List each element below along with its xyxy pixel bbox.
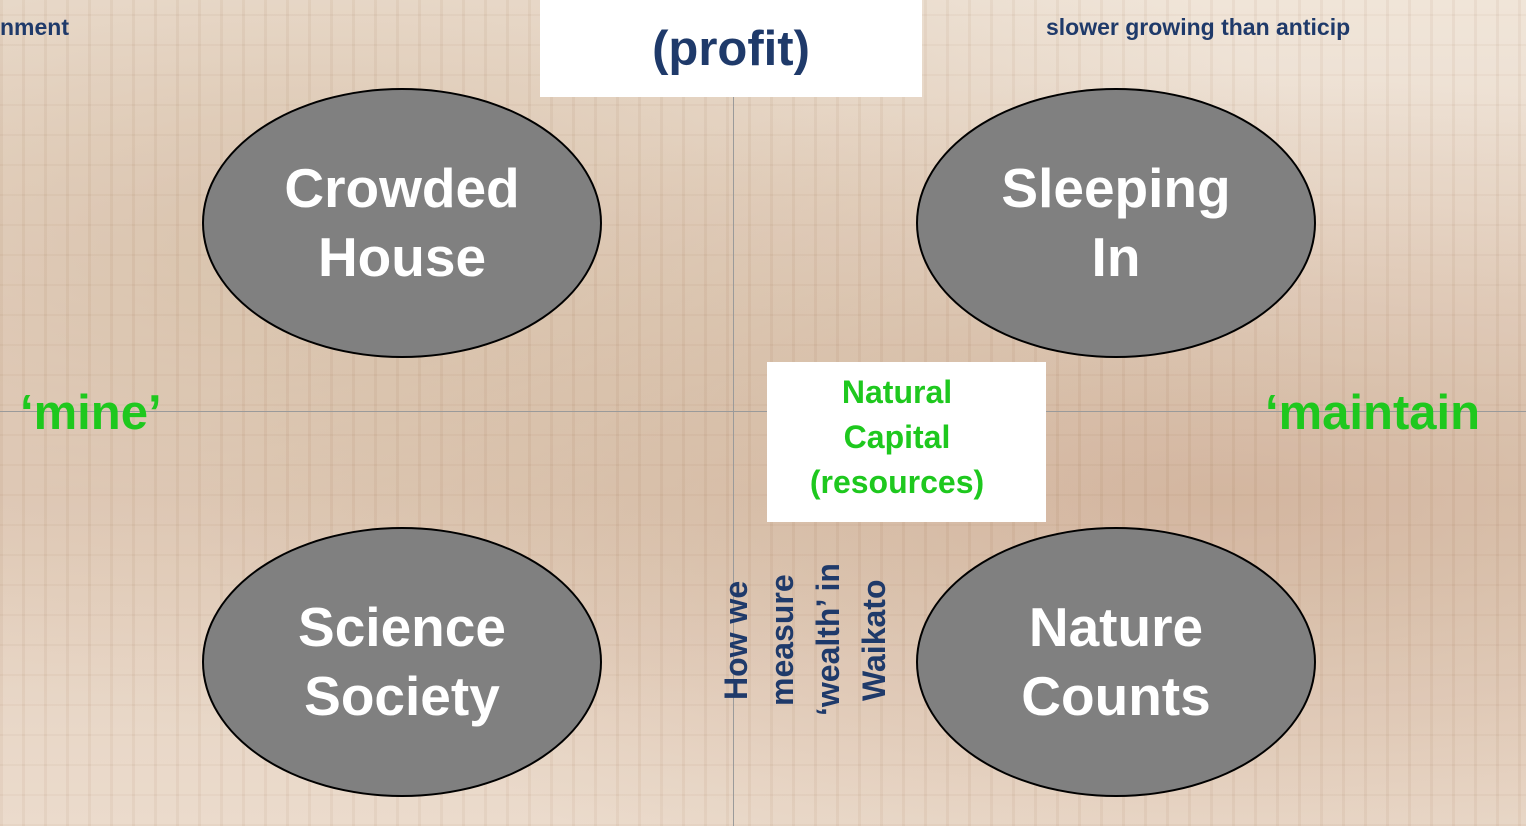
axis-bottom-vertical-label: How we measure ‘wealth’ in Waikato — [718, 563, 892, 717]
quadrant-bubble-science-society: Science Society — [202, 527, 602, 797]
axis-right-label: ‘maintain — [1265, 386, 1481, 440]
center-label-box — [767, 362, 1046, 522]
quadrant-bubble-crowded-house: Crowded House — [202, 88, 602, 358]
corner-right-text: slower growing than anticip — [1046, 14, 1351, 40]
vertical-axis — [733, 95, 734, 826]
center-label: Natural Capital (resources) — [809, 374, 985, 500]
quadrant-bubble-nature-counts: Nature Counts — [916, 527, 1316, 797]
quadrant-bubble-sleeping-in: Sleeping In — [916, 88, 1316, 358]
horizontal-axis — [0, 411, 1526, 412]
axis-top-label: (profit) — [540, 0, 922, 97]
axis-left-label: ‘mine’ — [20, 386, 162, 440]
corner-left-text: nment — [0, 14, 69, 40]
